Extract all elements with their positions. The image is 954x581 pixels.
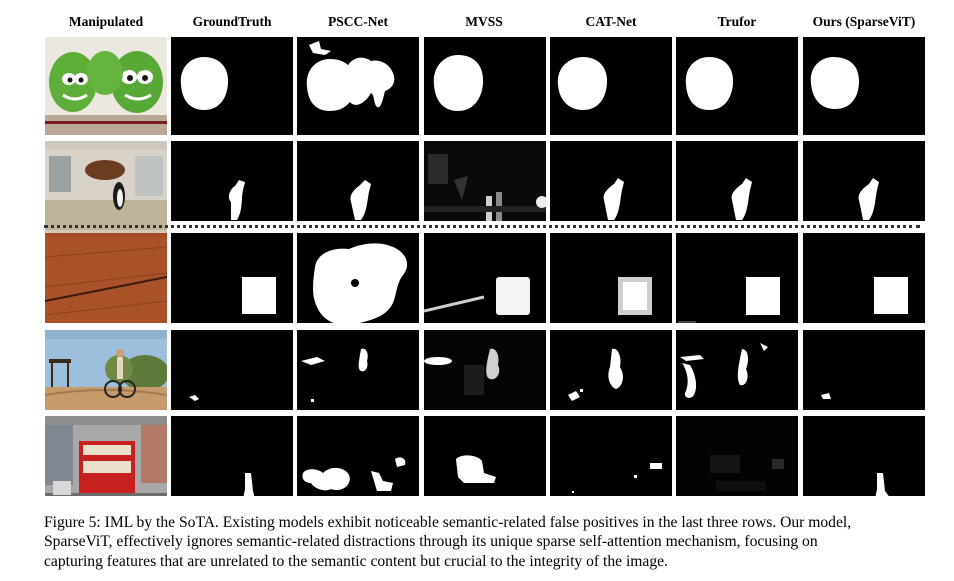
row3-pscc-net-mask (297, 233, 419, 323)
row3-groundtruth-mask (171, 233, 293, 323)
row4-groundtruth-mask (171, 330, 293, 410)
row-group-divider (44, 225, 920, 228)
row2-pscc-net-mask (297, 141, 419, 221)
row5-trufor-mask (676, 416, 798, 496)
row4-pscc-net-mask (297, 330, 419, 410)
row2-trufor-mask (676, 141, 798, 221)
row1-manipulated-image (45, 37, 167, 135)
row3-cat-net-mask (550, 233, 672, 323)
row4-cat-net-mask (550, 330, 672, 410)
row5-pscc-net-mask (297, 416, 419, 496)
row5-mvss-mask (424, 416, 546, 496)
row3-ours-sparsevit-mask (803, 233, 925, 323)
column-header-pscc-net: PSCC-Net (328, 14, 388, 29)
column-header-cat-net: CAT-Net (585, 14, 637, 29)
row4-ours-sparsevit-mask (803, 330, 925, 410)
row1-trufor-mask (676, 37, 798, 135)
row1-cat-net-mask (550, 37, 672, 135)
caption-line-3: capturing features that are unrelated to… (44, 552, 668, 570)
row3-manipulated-image (45, 233, 167, 323)
row5-ours-sparsevit-mask (803, 416, 925, 496)
column-header-trufor: Trufor (717, 14, 757, 29)
caption-line-2: SparseViT, effectively ignores semantic-… (44, 533, 818, 551)
row5-cat-net-mask (550, 416, 672, 496)
column-header-ours-sparsevit: Ours (SparseViT) (812, 14, 916, 29)
row4-manipulated-image (45, 330, 167, 410)
column-header-manipulated: Manipulated (68, 14, 144, 29)
row2-ours-sparsevit-mask (803, 141, 925, 221)
row5-manipulated-image (45, 416, 167, 496)
row1-mvss-mask (424, 37, 546, 135)
column-header-mvss: MVSS (465, 14, 503, 29)
row2-cat-net-mask (550, 141, 672, 221)
row2-mvss-mask (424, 141, 546, 221)
figure-caption: Figure 5: IML by the SoTA. Existing mode… (44, 513, 944, 571)
caption-line-1: Figure 5: IML by the SoTA. Existing mode… (44, 514, 852, 531)
column-header-groundtruth: GroundTruth (192, 14, 272, 29)
row4-mvss-mask (424, 330, 546, 410)
row1-pscc-net-mask (297, 37, 419, 135)
row5-groundtruth-mask (171, 416, 293, 496)
row1-groundtruth-mask (171, 37, 293, 135)
row1-ours-sparsevit-mask (803, 37, 925, 135)
row3-mvss-mask (424, 233, 546, 323)
row3-trufor-mask (676, 233, 798, 323)
row4-trufor-mask (676, 330, 798, 410)
row2-groundtruth-mask (171, 141, 293, 221)
